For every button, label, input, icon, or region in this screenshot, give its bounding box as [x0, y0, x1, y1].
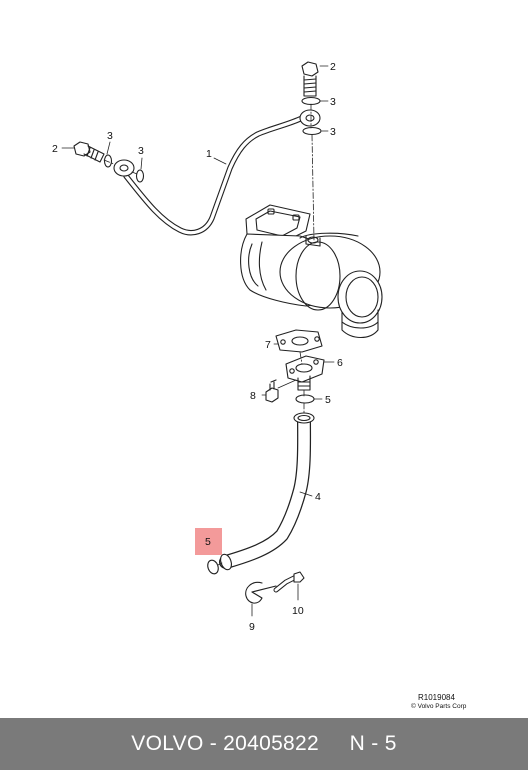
highlight-box — [195, 528, 222, 555]
callout-5-mid: 5 — [325, 394, 331, 406]
gasket — [275, 329, 323, 353]
part-number-label: VOLVO - 20405822 N - 5 — [131, 732, 397, 755]
oil-feed-pipe — [113, 109, 321, 236]
footer-bar: VOLVO - 20405822 N - 5 — [0, 718, 528, 770]
alignment-lines — [103, 103, 315, 566]
banjo-bolt-left — [73, 141, 105, 163]
reference-code: R1019084 — [418, 693, 455, 702]
callout-8: 8 — [250, 390, 256, 402]
o-ring — [295, 394, 315, 404]
callout-3-left: 3 — [107, 130, 113, 142]
callout-5-highlighted: 5 — [205, 536, 211, 548]
callout-3-top: 3 — [330, 96, 336, 108]
callout-3-left-b: 3 — [138, 145, 144, 157]
pipe-bolt — [273, 571, 305, 593]
callout-10: 10 — [292, 605, 304, 617]
sealing-washer — [135, 169, 145, 183]
flange-bolt — [265, 379, 279, 403]
callout-6: 6 — [337, 357, 343, 369]
o-ring — [207, 559, 219, 575]
callout-labels: 2 3 3 2 3 3 1 7 6 8 5 4 5 9 10 — [52, 61, 343, 633]
copyright: © Volvo Parts Corp — [411, 702, 467, 710]
drain-flange — [285, 355, 325, 391]
sealing-washer — [103, 154, 113, 168]
callout-2-left: 2 — [52, 143, 58, 155]
callout-1: 1 — [206, 148, 212, 160]
leader-lines — [61, 65, 335, 617]
sealing-washer — [302, 126, 322, 136]
callout-9: 9 — [249, 621, 255, 633]
callout-7: 7 — [265, 339, 271, 351]
turbocharger — [240, 204, 383, 339]
callout-3-mid: 3 — [330, 126, 336, 138]
parts-diagram: 2 3 3 2 3 3 1 7 6 8 5 4 5 9 10 R1019084 … — [52, 61, 467, 710]
callout-4: 4 — [315, 491, 321, 503]
retaining-clip — [245, 581, 277, 604]
callout-2-top: 2 — [330, 61, 336, 73]
banjo-bolt-top — [301, 61, 319, 97]
sealing-washer — [301, 96, 321, 106]
